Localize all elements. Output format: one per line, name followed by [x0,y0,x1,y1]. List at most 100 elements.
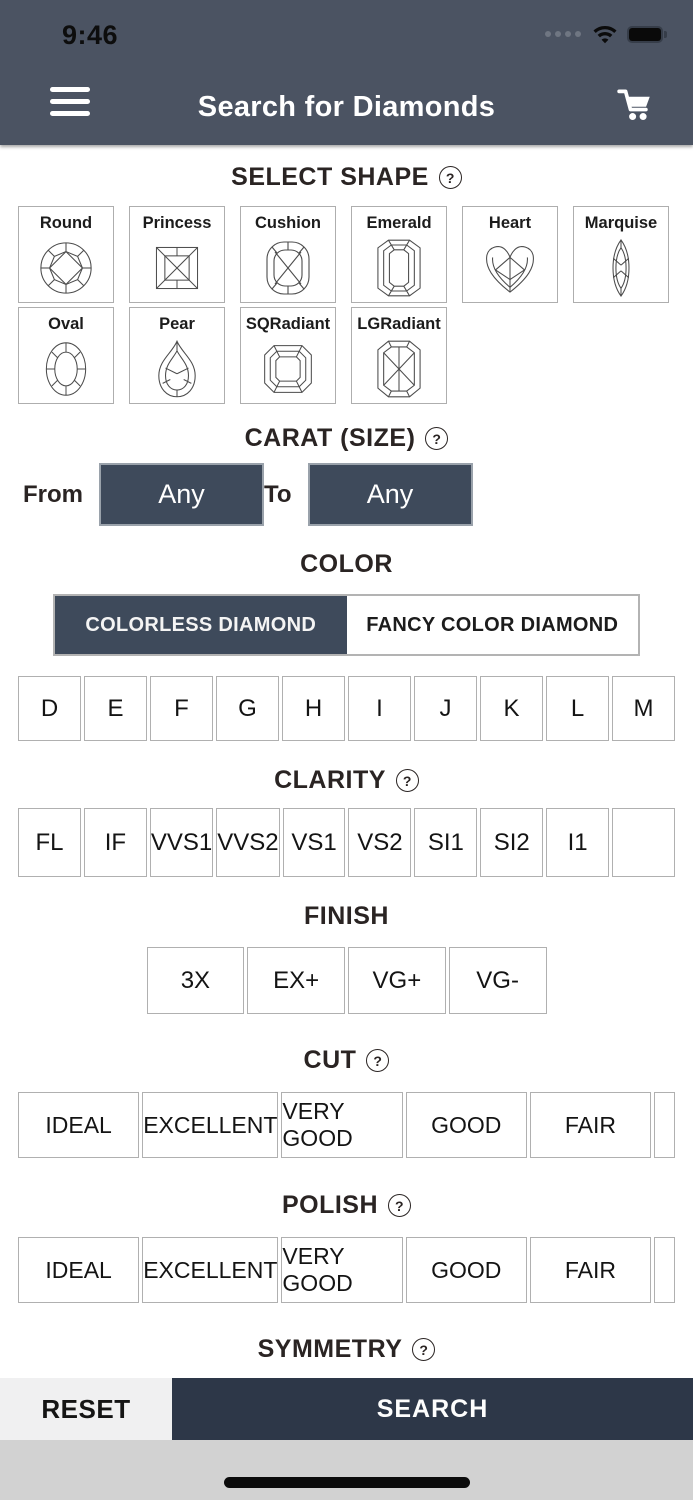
color-type-toggle: COLORLESS DIAMOND FANCY COLOR DIAMOND [53,594,640,656]
carat-from-select[interactable]: Any [99,463,264,526]
clarity-grade-vvs1[interactable]: VVS1 [149,808,214,877]
color-grade-m[interactable]: M [612,676,675,741]
action-bar: RESET SEARCH [0,1378,693,1440]
symmetry-help-icon[interactable]: ? [412,1338,436,1361]
polish-option-ideal[interactable]: IDEAL [18,1237,140,1303]
cut-option-good[interactable]: GOOD [405,1092,527,1158]
finish-option-explus[interactable]: EX+ [247,947,345,1014]
finish-option-vgminus[interactable]: VG- [448,947,547,1014]
symmetry-title: SYMMETRY [257,1335,403,1363]
heart-diamond-icon [482,233,538,302]
shape-card-lgradiant[interactable]: LGRadiant [351,307,447,404]
finish-option-vgplus[interactable]: VG+ [348,947,446,1014]
carat-from-label: From [23,480,83,508]
clarity-grade-empty [612,808,675,877]
color-title: COLOR [300,550,393,578]
carat-range-row: From Any To Any [23,463,693,526]
tab-fancy-label: FANCY COLOR DIAMOND [366,613,619,636]
pear-diamond-icon [155,334,199,403]
shape-help-icon[interactable]: ? [438,166,462,189]
tab-colorless-diamond[interactable]: COLORLESS DIAMOND [55,596,347,654]
battery-icon [627,25,667,43]
shape-card-heart[interactable]: Heart [462,206,558,303]
shape-card-princess[interactable]: Princess [129,206,225,303]
shape-grid: Round Princess Cushion Emerald Heart Marquise… [18,206,675,404]
status-bar: 9:46 [0,18,693,58]
oval-diamond-icon [43,334,89,403]
cart-icon[interactable] [613,84,655,126]
shape-label: LGRadiant [357,315,441,333]
shape-card-cushion[interactable]: Cushion [240,206,336,303]
color-grade-l[interactable]: L [546,676,609,741]
carat-help-icon[interactable]: ? [425,427,449,450]
clarity-help-icon[interactable]: ? [395,769,419,792]
clarity-grade-i1[interactable]: I1 [546,808,610,877]
carat-to-value: Any [366,479,414,509]
bottom-strip [0,1440,693,1500]
polish-option-very-good[interactable]: VERY GOOD [281,1237,403,1303]
polish-title: POLISH [281,1191,379,1219]
nav-bar: Search for Diamonds [0,78,693,136]
carat-from-value: Any [158,479,205,509]
color-grade-g[interactable]: G [216,676,279,741]
shape-card-sqradiant[interactable]: SQRadiant [240,307,336,404]
cut-title: CUT [303,1046,357,1074]
cut-help-icon[interactable]: ? [366,1049,390,1072]
search-button[interactable]: SEARCH [172,1378,693,1440]
reset-label: RESET [41,1393,131,1424]
select-shape-title: SELECT SHAPE [231,163,429,191]
cut-option-excellent[interactable]: EXCELLENT [142,1092,279,1158]
lgradiant-diamond-icon [376,334,422,403]
shape-card-oval[interactable]: Oval [18,307,114,404]
color-grade-h[interactable]: H [282,676,345,741]
sqradiant-diamond-icon [260,334,316,403]
round-diamond-icon [37,233,95,302]
home-indicator[interactable] [223,1477,470,1488]
emerald-diamond-icon [376,233,422,302]
clarity-grade-si2[interactable]: SI2 [480,808,544,877]
shape-label: SQRadiant [245,315,331,333]
polish-option-excellent[interactable]: EXCELLENT [142,1237,279,1303]
finish-option-3x[interactable]: 3X [146,947,245,1014]
marquise-diamond-icon [603,233,639,302]
clarity-grade-fl[interactable]: FL [18,808,81,877]
cut-option-very-good[interactable]: VERY GOOD [281,1092,403,1158]
clarity-grade-si1[interactable]: SI1 [414,808,478,877]
menu-icon[interactable] [50,87,90,116]
symmetry-heading: SYMMETRY ? [0,1335,693,1364]
shape-card-round[interactable]: Round [18,206,114,303]
cushion-diamond-icon [262,233,314,302]
select-shape-heading: SELECT SHAPE ? [0,163,693,192]
cut-option-ideal[interactable]: IDEAL [18,1092,140,1158]
color-grade-f[interactable]: F [150,676,213,741]
status-icons [545,24,667,44]
clarity-grade-if[interactable]: IF [83,808,147,877]
shape-label: Cushion [255,214,321,232]
carat-to-select[interactable]: Any [307,463,473,526]
color-grade-i[interactable]: I [348,676,411,741]
shape-card-pear[interactable]: Pear [129,307,225,404]
clarity-grade-vs2[interactable]: VS2 [348,808,412,877]
color-grade-e[interactable]: E [84,676,147,741]
cut-option-fair[interactable]: FAIR [529,1092,652,1158]
polish-option-fair[interactable]: FAIR [529,1237,652,1303]
status-time: 9:46 [62,20,119,50]
polish-option-good[interactable]: GOOD [405,1237,527,1303]
shape-card-marquise[interactable]: Marquise [573,206,669,303]
shape-label: Round [39,214,93,232]
color-grade-j[interactable]: J [414,676,477,741]
color-grade-d[interactable]: D [18,676,81,741]
wifi-icon [593,26,617,44]
shape-label: Heart [488,214,532,232]
color-grade-k[interactable]: K [480,676,543,741]
tab-fancy-color-diamond[interactable]: FANCY COLOR DIAMOND [346,596,638,654]
shape-label: Pear [159,315,195,333]
polish-help-icon[interactable]: ? [388,1194,412,1217]
clarity-grade-vvs2[interactable]: VVS2 [216,808,280,877]
shape-card-emerald[interactable]: Emerald [351,206,447,303]
clarity-grade-vs1[interactable]: VS1 [282,808,346,877]
reset-button[interactable]: RESET [0,1378,172,1440]
